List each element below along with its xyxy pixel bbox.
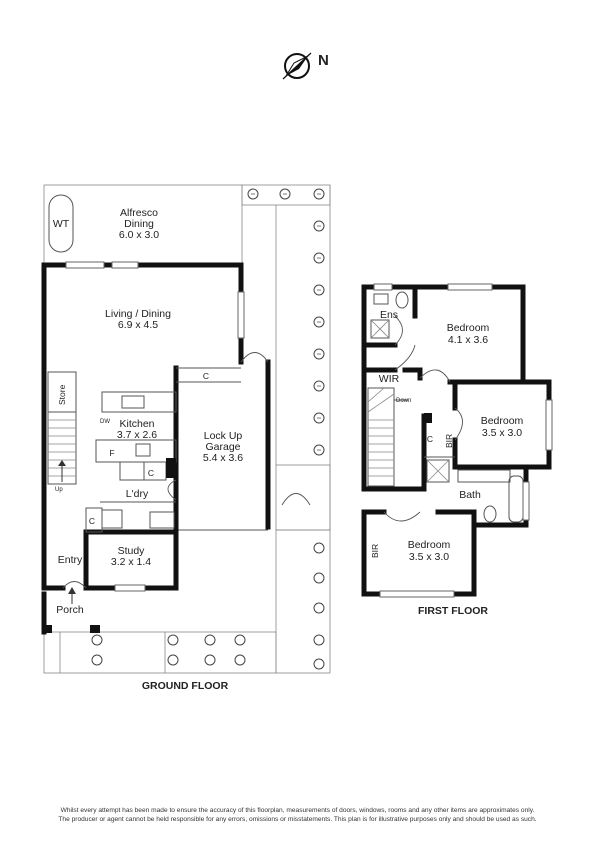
water-tank [48,194,74,253]
kitchen-bench [101,391,177,413]
front-garden-outline [43,631,277,674]
study-dimensions: 3.2 x 1.4 [111,556,151,568]
store-label: Store [57,384,67,405]
living-window-2 [111,261,139,269]
garage-label: Lock Up [204,430,243,442]
bedroom2-dimensions: 3.5 x 3.0 [482,427,522,439]
water-tank-label: WT [53,218,70,230]
entry-cupboard-label: C [89,516,95,526]
first-cupboard-label: C [427,434,433,444]
cooktop [135,443,151,457]
porch-post-right [90,625,100,633]
disclaimer-line-1: Whilst every attempt has been made to en… [60,807,535,814]
garage-cupboard-label: C [203,371,209,381]
side-gate-door [281,493,311,506]
study-label: Study [118,545,146,557]
bedroom3-window [379,590,455,598]
garage-internal-door [240,352,269,363]
ensuite-window [373,283,393,291]
porch-post-left [42,625,52,633]
bathtub [508,475,524,523]
ensuite-label: Ens [380,309,398,321]
alfresco-dimensions: 6.0 x 3.0 [119,229,159,241]
compass-north-label: N [318,52,329,69]
shrub-centre-marks [251,193,321,451]
bir-low-label: BIR [370,544,380,558]
ground-floor-plan: WT Alfresco Dining 6.0 x 3.0 Living / Di… [41,184,331,692]
first-floor-stairs [367,387,395,487]
ground-floor-title: GROUND FLOOR [142,680,229,692]
first-floor-plan: Ens WIR Down Bedroom 4.1 x 3.6 Bedroom 3… [361,283,553,617]
bath-label: Bath [459,489,481,501]
study-window [114,584,146,592]
living-east-window [237,291,245,339]
kitchen-sink [121,395,145,409]
entry-label: Entry [58,554,83,566]
powder-toilet [149,511,175,529]
living-dining-dimensions: 6.9 x 4.5 [118,319,158,331]
ensuite-door [394,315,403,346]
bedroom1-door [419,369,451,383]
ground-stairs [47,411,77,485]
bath-vanity [457,469,511,483]
bedroom3-dimensions: 3.5 x 3.0 [409,551,449,563]
bath-window [522,481,530,521]
laundry-label: L'dry [126,488,149,500]
disclaimer: Whilst every attempt has been made to en… [0,806,595,824]
entry-door [62,581,87,589]
alfresco-label: Alfresco [120,207,158,219]
living-window-1 [65,261,105,269]
fridge-label: F [109,448,114,458]
laundry-trough [119,461,145,481]
bedroom1-label: Bedroom [447,322,490,334]
stairs-up-label: Up [55,487,63,493]
kitchen-pillar [166,458,176,478]
garage-dimensions: 5.4 x 3.6 [203,452,243,464]
living-dining-label: Living / Dining [105,308,171,320]
bedroom3-door [383,511,421,522]
wir-label: WIR [379,373,400,385]
ensuite-toilet [395,291,409,309]
powder-basin [101,509,123,529]
kitchen-cupboard-label: C [148,468,154,478]
garage-label-2: Garage [205,441,240,453]
disclaimer-line-2: The producer or agent cannot be held res… [58,816,537,823]
bath-shower [426,459,450,483]
ensuite-shower [370,319,390,339]
dishwasher-label: DW [100,419,110,425]
bedroom1-window [447,283,493,291]
porch-label: Porch [56,604,84,616]
first-floor-title: FIRST FLOOR [418,605,488,617]
stairs-down-label: Down [396,398,411,404]
driveway-strip [275,529,331,674]
bedroom3-label: Bedroom [408,539,451,551]
bedroom1-dimensions: 4.1 x 3.6 [448,334,488,346]
kitchen-label: Kitchen [119,418,154,430]
wir-door [394,344,416,371]
compass-icon [282,52,312,80]
bedroom2-label: Bedroom [481,415,524,427]
bedroom2-window [545,399,553,451]
laundry-door [167,479,177,501]
alfresco-label-2: Dining [124,218,154,230]
ensuite-basin [373,293,389,305]
kitchen-dimensions: 3.7 x 2.6 [117,429,157,441]
side-gate-area [275,464,331,531]
bir-mid-label: BIR [444,434,454,448]
bath-toilet [483,505,497,523]
bedroom3-walls [361,509,477,597]
bedroom2-door [454,407,463,441]
